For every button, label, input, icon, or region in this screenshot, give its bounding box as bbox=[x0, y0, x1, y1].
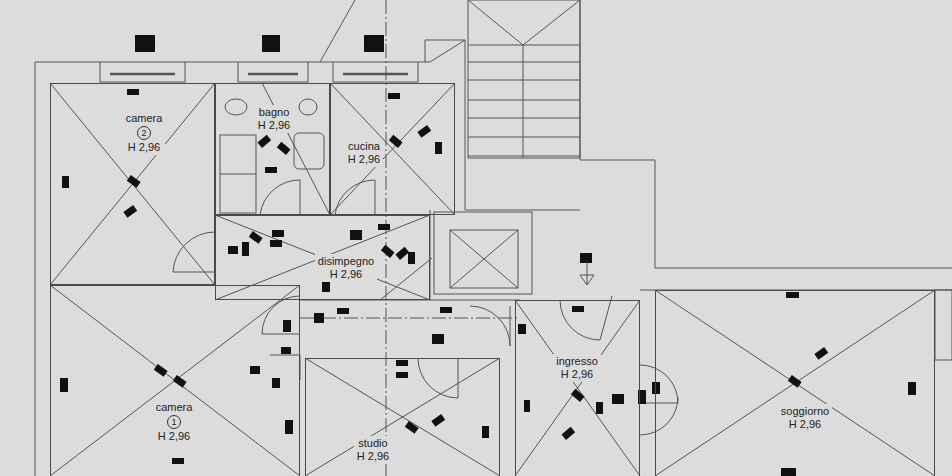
room-area: disimpegnoH 2,96 bbox=[215, 215, 430, 300]
room-label: camera2H 2,96 bbox=[123, 111, 166, 155]
room-label: cucinaH 2,96 bbox=[345, 139, 383, 167]
room-label: ingressoH 2,96 bbox=[553, 354, 601, 382]
room-name: H 2,96 bbox=[357, 450, 389, 463]
room-name: H 2,96 bbox=[556, 368, 598, 381]
room-area: ingressoH 2,96 bbox=[515, 300, 640, 476]
room-name: H 2,96 bbox=[126, 141, 163, 154]
room-name: soggiorno bbox=[781, 405, 829, 418]
room-area: camera2H 2,96 bbox=[50, 83, 215, 285]
room-label: studioH 2,96 bbox=[354, 436, 392, 464]
room-name: bagno bbox=[258, 106, 290, 119]
room-label: soggiornoH 2,96 bbox=[778, 404, 832, 432]
room-name: camera bbox=[156, 401, 193, 414]
room-area: bagnoH 2,96 bbox=[215, 83, 330, 215]
room-name: H 2,96 bbox=[258, 119, 290, 132]
room-name: H 2,96 bbox=[156, 430, 193, 443]
room-name: H 2,96 bbox=[348, 153, 380, 166]
room-area: soggiornoH 2,96 bbox=[655, 290, 935, 476]
room-label: disimpegnoH 2,96 bbox=[315, 254, 377, 282]
callout-number: 1 bbox=[167, 415, 181, 429]
callout-number: 2 bbox=[137, 126, 151, 140]
room-name: H 2,96 bbox=[781, 418, 829, 431]
room-label: camera1H 2,96 bbox=[153, 400, 196, 444]
room-name: studio bbox=[357, 437, 389, 450]
room-name: camera bbox=[126, 112, 163, 125]
room-label: bagnoH 2,96 bbox=[255, 105, 293, 133]
room-area: camera1H 2,96 bbox=[50, 285, 300, 476]
room-name: disimpegno bbox=[318, 255, 374, 268]
room-area: cucinaH 2,96 bbox=[330, 83, 455, 215]
room-area: studioH 2,96 bbox=[305, 358, 500, 476]
room-name: ingresso bbox=[556, 355, 598, 368]
room-name: cucina bbox=[348, 140, 380, 153]
room-name: H 2,96 bbox=[318, 268, 374, 281]
